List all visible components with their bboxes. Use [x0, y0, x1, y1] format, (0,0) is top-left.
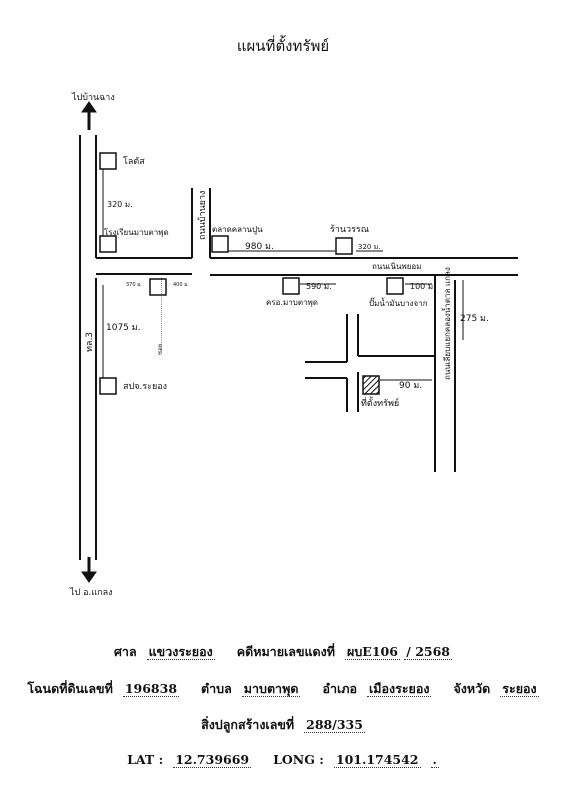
south-direction-label: ไป อ.แกลง	[69, 587, 113, 598]
lat-value: 12.739669	[173, 752, 252, 768]
north-arrow-icon	[81, 101, 97, 113]
small-landmark-marker	[149, 278, 167, 296]
coordinates-end-mark: .	[430, 752, 439, 768]
highway-label: ทล.3	[85, 332, 95, 352]
deed-number: 196838	[122, 681, 180, 697]
lotus-label: โลตัส	[123, 156, 145, 167]
coordinates-line: LAT : 12.739669 LONG : 101.174542.	[0, 752, 566, 768]
property-marker	[362, 375, 380, 395]
hospital-marker	[282, 277, 300, 295]
long-label: LONG :	[273, 752, 324, 767]
distance-90: 90 ม.	[399, 381, 422, 391]
soi-label: ซอย...................................	[157, 277, 164, 355]
south-arrow-icon	[81, 571, 97, 583]
deed-line: โฉนดที่ดินเลขที่ 196838 ตำบล มาบตาพุด อำเภอ เ…	[0, 679, 566, 699]
building-label: สิ่งปลูกสร้างเลขที่	[201, 717, 295, 732]
distance-320-shop: 320 ม.	[358, 243, 380, 251]
distance-100: 100 ม.	[410, 282, 436, 291]
amphoe-label: อำเภอ	[322, 681, 357, 696]
tambon-value: มาบตาพุด	[241, 681, 301, 697]
market-marker	[211, 235, 229, 253]
deed-label: โฉนดที่ดินเลขที่	[27, 681, 113, 696]
province-label: จังหวัด	[453, 681, 491, 696]
distance-590: 590 ม.	[306, 282, 332, 291]
lotus-marker	[99, 152, 117, 170]
sapcho-marker	[99, 377, 117, 395]
shop-marker	[335, 237, 353, 255]
building-number: 288/335	[304, 717, 365, 733]
court-label: ศาล	[114, 644, 137, 659]
shop-label: ร้านวรรณ	[330, 224, 369, 235]
long-value: 101.174542	[333, 752, 421, 768]
market-label: ตลาดคลานปูน	[212, 225, 263, 235]
property-label: ที่ตั้งทรัพย์	[361, 396, 399, 409]
distance-980: 980 ม.	[245, 242, 274, 252]
court-value: แขวงระยอง	[146, 644, 215, 660]
case-label: คดีหมายเลขแดงที่	[236, 644, 336, 659]
east-road-label: ถนนเลียบแยกคลองน้ำตาล แกลง	[441, 267, 452, 380]
distance-275: 275 ม.	[460, 314, 489, 324]
location-map: ไปบ้านฉาง ไป อ.แกลง ทล.3 ถนนบ้านยาง ถนนเ…	[69, 92, 518, 598]
distance-1075: 1075 ม.	[106, 323, 141, 333]
court-line: ศาล แขวงระยอง คดีหมายเลขแดงที่ ผบE106 / 256…	[0, 642, 566, 662]
page-title: แผนที่ตั้งทรัพย์	[236, 37, 330, 55]
amphoe-value: เมืองระยอง	[366, 681, 432, 697]
case-number: ผบE106	[345, 644, 400, 660]
gas-station-label: ปั๊มน้ำมันบางจาก	[369, 297, 428, 308]
sapcho-label: สปจ.ระยอง	[123, 382, 167, 392]
tambon-label: ตำบล	[201, 681, 232, 696]
north-direction-label: ไปบ้านฉาง	[71, 92, 115, 103]
building-line: สิ่งปลูกสร้างเลขที่ 288/335	[0, 715, 566, 735]
province-value: ระยอง	[500, 681, 539, 697]
distance-370: 370 ม.	[126, 282, 142, 288]
ban-yang-road-label: ถนนบ้านยาง	[197, 191, 208, 240]
lat-label: LAT :	[127, 752, 164, 767]
distance-320-lotus: 320 ม.	[107, 200, 133, 209]
school-label: โรงเรียนมาบตาพุด	[104, 227, 169, 237]
hospital-label: ครอ.มาบตาพุด	[266, 298, 318, 307]
main-road-label: ถนนเนินพยอม	[372, 262, 422, 271]
gas-station-marker	[386, 277, 404, 295]
school-marker	[99, 235, 117, 253]
case-year: / 2568	[404, 644, 452, 660]
distance-400: 400 ม.	[173, 282, 189, 288]
